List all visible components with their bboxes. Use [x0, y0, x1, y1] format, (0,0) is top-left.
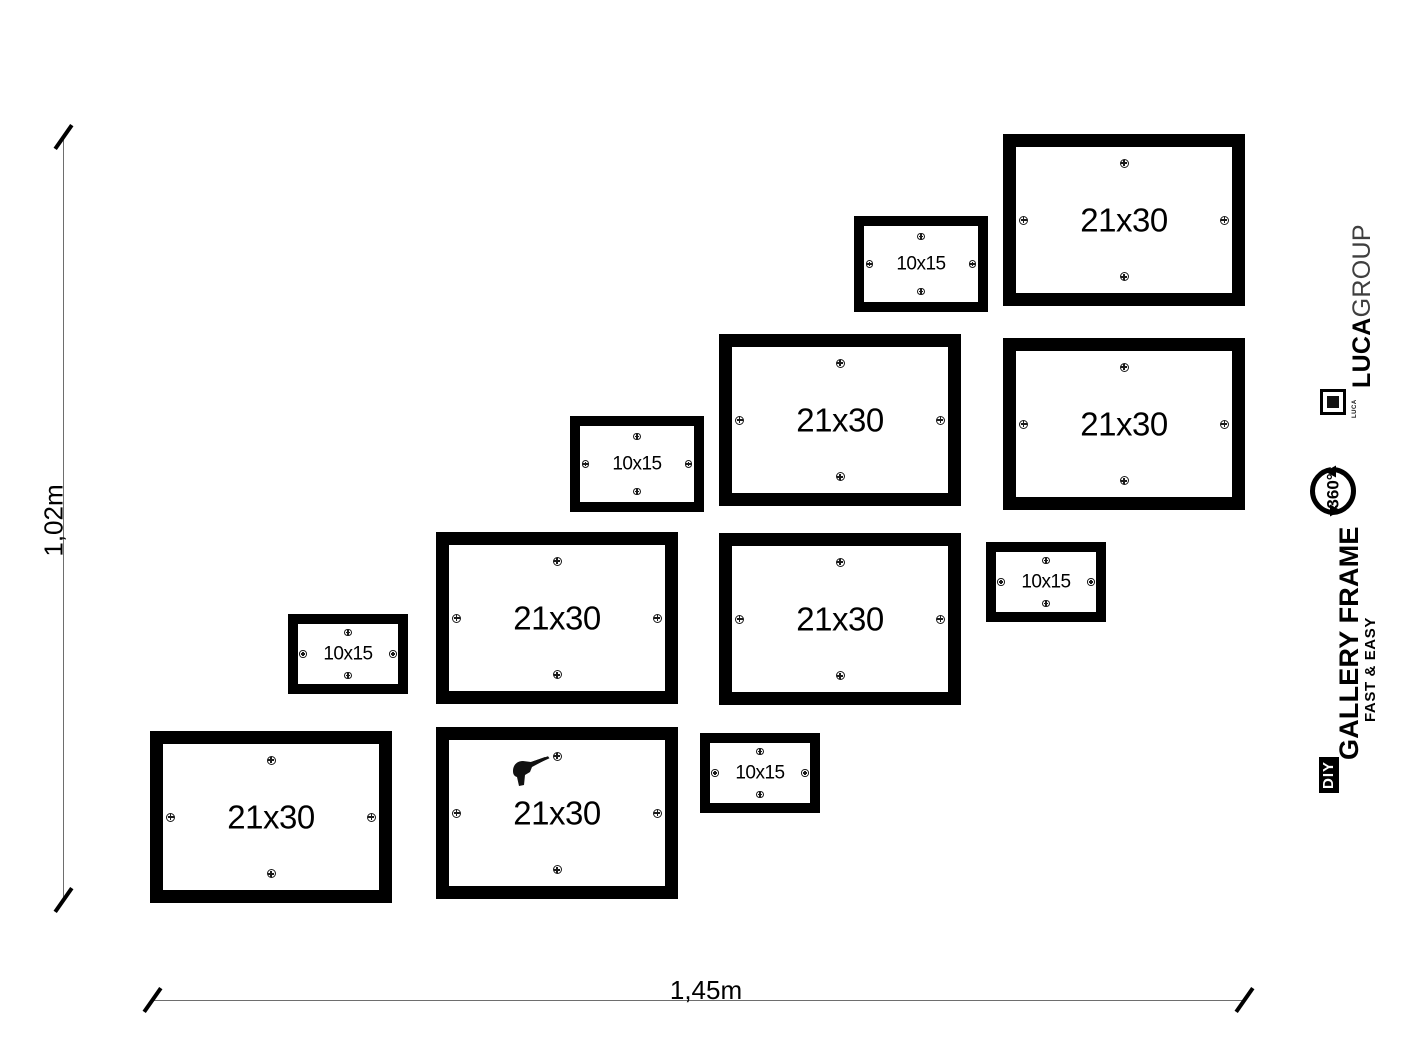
photo-frame-21by30-f3[interactable]: 21x30 [1003, 338, 1245, 510]
vertical-dimension-line [63, 137, 64, 902]
nail-marker-left-icon [997, 578, 1005, 586]
nail-marker-top-icon [1042, 556, 1050, 565]
nail-marker-top-icon [344, 628, 352, 637]
nail-marker-bottom-icon [1119, 272, 1129, 282]
frame-inner-area: 21x30 [163, 744, 379, 890]
nail-marker-bottom-icon [1042, 599, 1050, 608]
luca-logo-icon [1320, 389, 1346, 415]
nail-marker-right-icon [652, 808, 662, 818]
frame-inner-area: 10x15 [298, 624, 398, 684]
luca-bold-text: LUCA [1348, 317, 1376, 388]
nail-marker-left-icon [711, 769, 719, 777]
svg-text:360°: 360° [1324, 473, 1343, 508]
nail-marker-bottom-icon [917, 287, 925, 296]
photo-frame-21by30-f7[interactable]: 21x30 [719, 533, 961, 705]
nail-marker-top-icon [917, 232, 925, 241]
frame-inner-area: 10x15 [710, 743, 810, 803]
photo-frame-10by15-f2[interactable]: 10x15 [854, 216, 988, 312]
nail-marker-bottom-icon [266, 869, 276, 879]
nail-marker-right-icon [366, 812, 376, 822]
gallery-frame-subtitle: FAST & EASY [1362, 617, 1379, 722]
photo-frame-21by30-f8[interactable]: 21x30 [436, 532, 678, 704]
nail-marker-left-icon [452, 808, 462, 818]
frame-size-label: 21x30 [796, 600, 884, 638]
frame-inner-area: 21x30 [449, 740, 665, 886]
nail-marker-top-icon [1119, 158, 1129, 168]
frame-size-label: 10x15 [1021, 571, 1071, 593]
nail-marker-bottom-icon [756, 790, 764, 799]
frame-size-label: 21x30 [1080, 201, 1168, 239]
photo-frame-10by15-f6[interactable]: 10x15 [986, 542, 1106, 622]
nail-marker-bottom-icon [344, 671, 352, 680]
nail-marker-left-icon [452, 613, 462, 623]
frame-inner-area: 21x30 [732, 347, 948, 493]
frame-inner-area: 21x30 [1016, 147, 1232, 293]
frame-size-label: 10x15 [323, 643, 373, 665]
nail-marker-right-icon [1087, 578, 1095, 586]
diy-badge: DIY [1319, 756, 1339, 793]
frame-size-label: 10x15 [612, 453, 662, 475]
nail-marker-left-icon [735, 415, 745, 425]
nail-marker-right-icon [935, 614, 945, 624]
photo-frame-10by15-f9[interactable]: 10x15 [288, 614, 408, 694]
frame-size-label: 21x30 [513, 599, 601, 637]
frame-size-label: 10x15 [735, 762, 785, 784]
nail-marker-right-icon [801, 769, 809, 777]
photo-frame-21by30-f12[interactable]: 21x30 [150, 731, 392, 903]
nail-marker-left-icon [735, 614, 745, 624]
frame-inner-area: 10x15 [864, 226, 978, 302]
nail-marker-top-icon [633, 432, 641, 441]
nail-marker-right-icon [1219, 419, 1229, 429]
nail-marker-right-icon [389, 650, 397, 658]
luca-logo-inner-square [1327, 396, 1339, 408]
nail-marker-bottom-icon [835, 671, 845, 681]
nail-marker-bottom-icon [835, 472, 845, 482]
nail-marker-left-icon [1019, 419, 1029, 429]
nail-marker-top-icon [835, 358, 845, 368]
frame-size-label: 21x30 [513, 794, 601, 832]
nail-marker-left-icon [581, 460, 590, 468]
photo-frame-21by30-f11[interactable]: 21x30 [436, 727, 678, 899]
nail-marker-right-icon [1219, 215, 1229, 225]
nail-marker-top-icon [835, 557, 845, 567]
luca-group-wordmark: LUCAGROUP [1348, 224, 1377, 388]
nail-marker-left-icon [865, 260, 874, 268]
nail-marker-right-icon [968, 260, 977, 268]
nail-marker-bottom-icon [552, 865, 562, 875]
frame-size-label: 10x15 [896, 253, 946, 275]
vertical-dimension-label: 1,02m [38, 484, 69, 557]
horizontal-dimension-label: 1,45m [669, 975, 743, 1005]
frame-inner-area: 10x15 [996, 552, 1096, 612]
luca-logo-subtext: LUCA [1352, 399, 1358, 418]
nail-marker-right-icon [935, 415, 945, 425]
nail-marker-left-icon [1019, 215, 1029, 225]
nail-marker-left-icon [166, 812, 176, 822]
nail-marker-left-icon [299, 650, 307, 658]
luca-light-text: GROUP [1348, 224, 1376, 318]
photo-frame-10by15-f5[interactable]: 10x15 [570, 416, 704, 512]
nail-marker-bottom-icon [552, 670, 562, 680]
photo-frame-21by30-f4[interactable]: 21x30 [719, 334, 961, 506]
frame-size-label: 21x30 [227, 798, 315, 836]
frame-size-label: 21x30 [1080, 405, 1168, 443]
frame-inner-area: 21x30 [449, 545, 665, 691]
frame-inner-area: 21x30 [732, 546, 948, 692]
nail-marker-top-icon [552, 751, 562, 761]
nail-marker-top-icon [756, 747, 764, 756]
nail-marker-right-icon [684, 460, 693, 468]
nail-marker-bottom-icon [1119, 476, 1129, 486]
frame-size-label: 21x30 [796, 401, 884, 439]
gallery-frame-title: GALLERY FRAME [1334, 526, 1364, 760]
frame-inner-area: 21x30 [1016, 351, 1232, 497]
frame-inner-area: 10x15 [580, 426, 694, 502]
photo-frame-21by30-f1[interactable]: 21x30 [1003, 134, 1245, 306]
photo-frame-10by15-f10[interactable]: 10x15 [700, 733, 820, 813]
nail-marker-bottom-icon [633, 487, 641, 496]
nail-marker-right-icon [652, 613, 662, 623]
nail-marker-top-icon [266, 755, 276, 765]
nail-marker-top-icon [552, 556, 562, 566]
nail-marker-top-icon [1119, 362, 1129, 372]
horizontal-dimension-line [152, 1000, 1244, 1001]
rotate-360-icon: 360° [1307, 465, 1359, 517]
